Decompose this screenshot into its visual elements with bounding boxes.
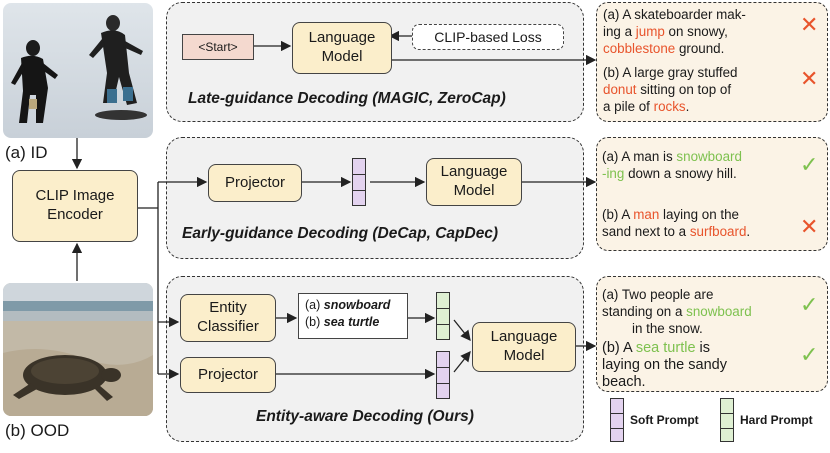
ood-photo-sea-turtle: [3, 283, 153, 416]
early-projector: Projector: [208, 164, 302, 202]
entity-language-model: Language Model: [472, 322, 576, 372]
late-output-panel: [596, 2, 828, 122]
ood-label: (b) OOD: [5, 421, 70, 440]
late-output-a-cross-icon: ✕: [800, 12, 819, 37]
entity-soft-prompt-token: [436, 351, 450, 399]
entity-aware-title: Entity-aware Decoding (Ours): [256, 408, 474, 425]
legend-soft-prompt-swatch: [610, 398, 624, 442]
entity-output-a-check-icon: ✓: [800, 292, 819, 317]
entity-output-panel: [596, 276, 828, 392]
early-guidance-title: Early-guidance Decoding (DeCap, CapDec): [182, 225, 499, 242]
early-output-panel: [596, 137, 828, 251]
early-output-b: (b) A man laying on the sand next to a s…: [602, 207, 751, 239]
late-language-model: Language Model: [292, 22, 392, 74]
early-output-a: (a) A man is snowboard -ing down a snowy…: [602, 149, 742, 181]
sea-turtle-image: [3, 283, 153, 416]
entity-item-b: (b) sea turtle: [305, 315, 380, 329]
late-output-a: (a) A skateboarder mak- ing a jump on sn…: [603, 7, 746, 56]
early-output-a-check-icon: ✓: [800, 152, 819, 177]
late-output-b-cross-icon: ✕: [800, 66, 819, 91]
entity-hard-prompt-token: [436, 292, 450, 340]
early-language-model: Language Model: [426, 158, 522, 206]
snowboarders-image: [3, 3, 153, 138]
late-output-b: (b) A large gray stuffed donut sitting o…: [603, 65, 738, 114]
entity-item-a: (a) snowboard: [305, 298, 391, 312]
entity-projector: Projector: [180, 357, 276, 393]
early-output-b-cross-icon: ✕: [800, 214, 819, 239]
entity-output-b: (b) A sea turtle is laying on the sandy …: [602, 340, 727, 390]
clip-image-encoder: CLIP Image Encoder: [12, 170, 138, 242]
entity-classifier: Entity Classifier: [180, 294, 276, 342]
legend-hard-prompt-label: Hard Prompt: [740, 413, 813, 427]
entity-output-b-check-icon: ✓: [800, 342, 819, 367]
legend-hard-prompt-swatch: [720, 398, 734, 442]
late-guidance-title: Late-guidance Decoding (MAGIC, ZeroCap): [188, 90, 506, 107]
clip-loss-box: CLIP-based Loss: [412, 24, 564, 50]
entity-list: (a) snowboard (b) sea turtle: [298, 293, 408, 339]
id-photo-snowboarders: [3, 3, 153, 138]
entity-output-a: (a) Two people are standing on a snowboa…: [602, 287, 752, 336]
early-soft-prompt-token: [352, 158, 366, 206]
start-token-box: <Start>: [182, 34, 254, 60]
id-label: (a) ID: [5, 143, 48, 162]
legend-soft-prompt-label: Soft Prompt: [630, 413, 699, 427]
